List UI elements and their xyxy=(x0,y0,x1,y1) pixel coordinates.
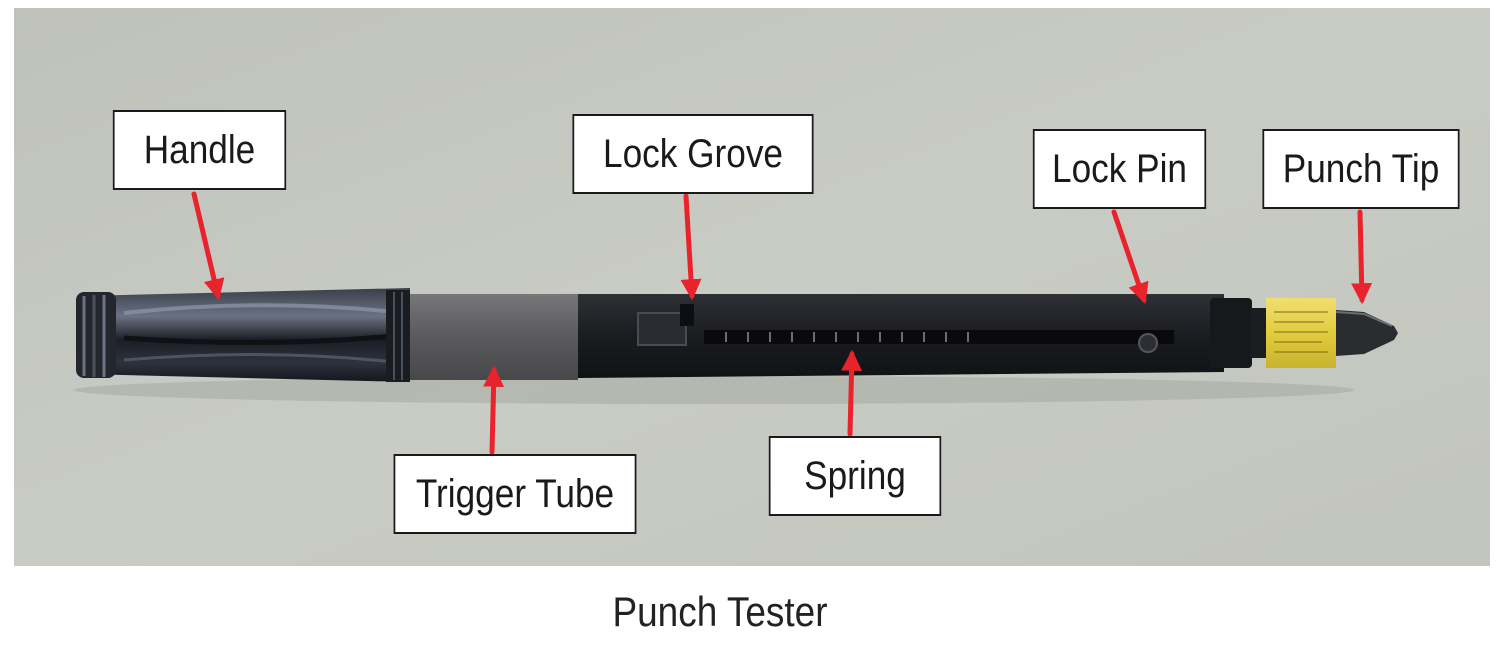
label-lock-grove: Lock Grove xyxy=(572,114,814,194)
label-spring: Spring xyxy=(768,436,942,516)
trigger-tube-part xyxy=(410,294,578,380)
arrow-lock-pin xyxy=(1111,209,1149,304)
arrow-punch-tip xyxy=(1351,209,1373,305)
arrow-lock-grove xyxy=(680,193,702,301)
arrow-spring xyxy=(841,349,863,437)
handle-part xyxy=(76,288,410,382)
punch-tip-part xyxy=(1250,298,1398,368)
arrows xyxy=(191,191,1373,455)
label-lock-pin: Lock Pin xyxy=(1032,129,1207,209)
label-handle: Handle xyxy=(112,110,287,190)
tool-shadow xyxy=(74,376,1354,404)
label-punch-tip: Punch Tip xyxy=(1262,129,1460,209)
photo-background xyxy=(14,8,1490,566)
main-body-part xyxy=(578,294,1252,378)
arrow-trigger-tube xyxy=(483,365,505,455)
figure-caption: Punch Tester xyxy=(612,588,828,635)
arrow-handle xyxy=(191,191,225,301)
label-trigger-tube: Trigger Tube xyxy=(393,454,637,534)
punch-tester-photo xyxy=(14,8,1490,566)
